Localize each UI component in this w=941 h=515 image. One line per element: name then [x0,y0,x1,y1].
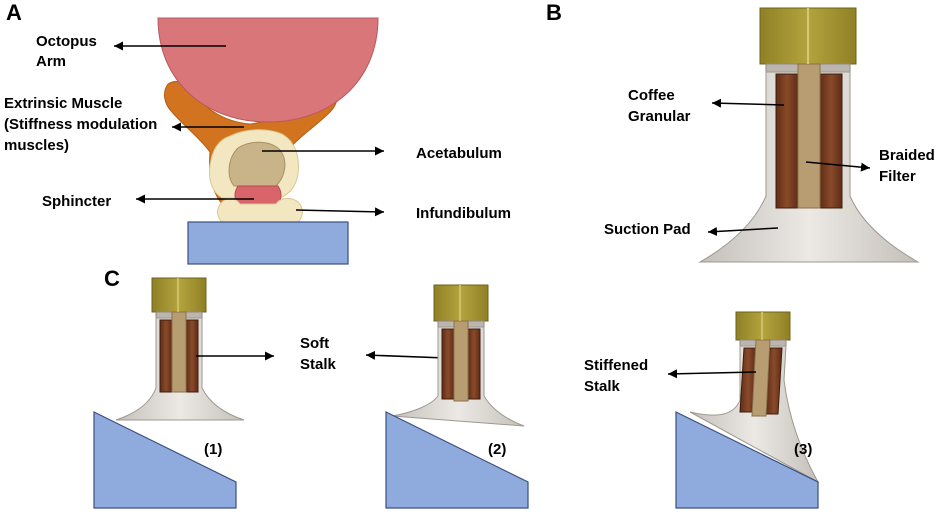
substrate-slope-c1 [93,411,237,509]
label-coffee-granular-line1: Coffee [628,87,675,104]
arrow-suction-pad [707,226,779,236]
label-extrinsic-muscle: Extrinsic Muscle (Stiffness modulation m… [4,95,162,154]
label-soft-stalk-line1: Soft [300,335,329,352]
arrow-braided-filter [805,161,871,172]
gripper-c2-coffee-left [441,328,455,400]
gripper-b-coffee-right [819,73,843,209]
label-infundibulum: Infundibulum [416,205,511,222]
gripper-b-coffee-left [775,73,799,209]
gripper-c1 [115,277,245,421]
substrate-block-a [187,221,349,265]
label-coffee-granular: Coffee Granular [628,87,691,125]
arrow-infundibulum [295,207,385,217]
gripper-c2 [391,284,525,427]
label-case-1: (1) [204,441,222,458]
label-acetabulum: Acetabulum [416,145,502,162]
label-suction-pad: Suction Pad [604,221,691,238]
gripper-c2-coffee-right [467,328,481,400]
gripper-c1-stalk [171,311,187,393]
gripper-c3-stalk [751,339,771,417]
label-extrinsic-muscle-line1: Extrinsic Muscle [4,95,122,112]
octopus-sucker-illustration [157,17,379,265]
gripper-b [698,7,920,263]
label-extrinsic-muscle-line2: (Stiffness modulation [4,116,157,133]
substrate-slope-c3 [675,411,819,509]
gripper-c1-coffee-left [159,319,173,393]
label-case-2: (2) [488,441,506,458]
acetabulum-inner-shape [228,141,286,187]
label-soft-stalk: Soft Stalk [300,335,337,373]
label-braided-filter-line1: Braided [879,147,935,164]
panel-b-letter: B [546,0,562,25]
gripper-c2-cap [433,284,489,322]
gripper-c1-cap [151,277,207,313]
label-octopus-arm-line1: Octopus [36,33,97,50]
label-coffee-granular-line2: Granular [628,108,691,125]
gripper-b-filter [797,63,821,209]
label-stiffened-stalk: Stiffened Stalk [584,357,652,395]
arrow-soft-stalk-left [365,350,447,360]
arrow-stiffened-stalk [667,369,757,379]
gripper-c3 [689,311,820,484]
label-stiffened-stalk-line2: Stalk [584,378,621,395]
gripper-c3-cap [735,311,791,341]
label-case-3: (3) [794,441,812,458]
octopus-arm-shape [157,17,379,123]
gripper-c2-stalk [453,320,469,402]
panel-c-letter: C [104,266,120,291]
label-stiffened-stalk-line1: Stiffened [584,357,648,374]
panel-a-letter: A [6,0,22,25]
label-braided-filter-line2: Filter [879,168,916,185]
label-octopus-arm: Octopus Arm [36,33,101,70]
label-octopus-arm-line2: Arm [36,53,66,70]
sphincter-shape [234,185,282,205]
label-soft-stalk-line2: Stalk [300,356,337,373]
arrow-coffee-granular [711,98,785,108]
label-sphincter: Sphincter [42,193,111,210]
label-extrinsic-muscle-line3: muscles) [4,137,69,154]
infundibulum-shape [217,197,303,223]
label-braided-filter: Braided Filter [879,147,939,185]
substrate-slope-c2 [385,411,529,509]
